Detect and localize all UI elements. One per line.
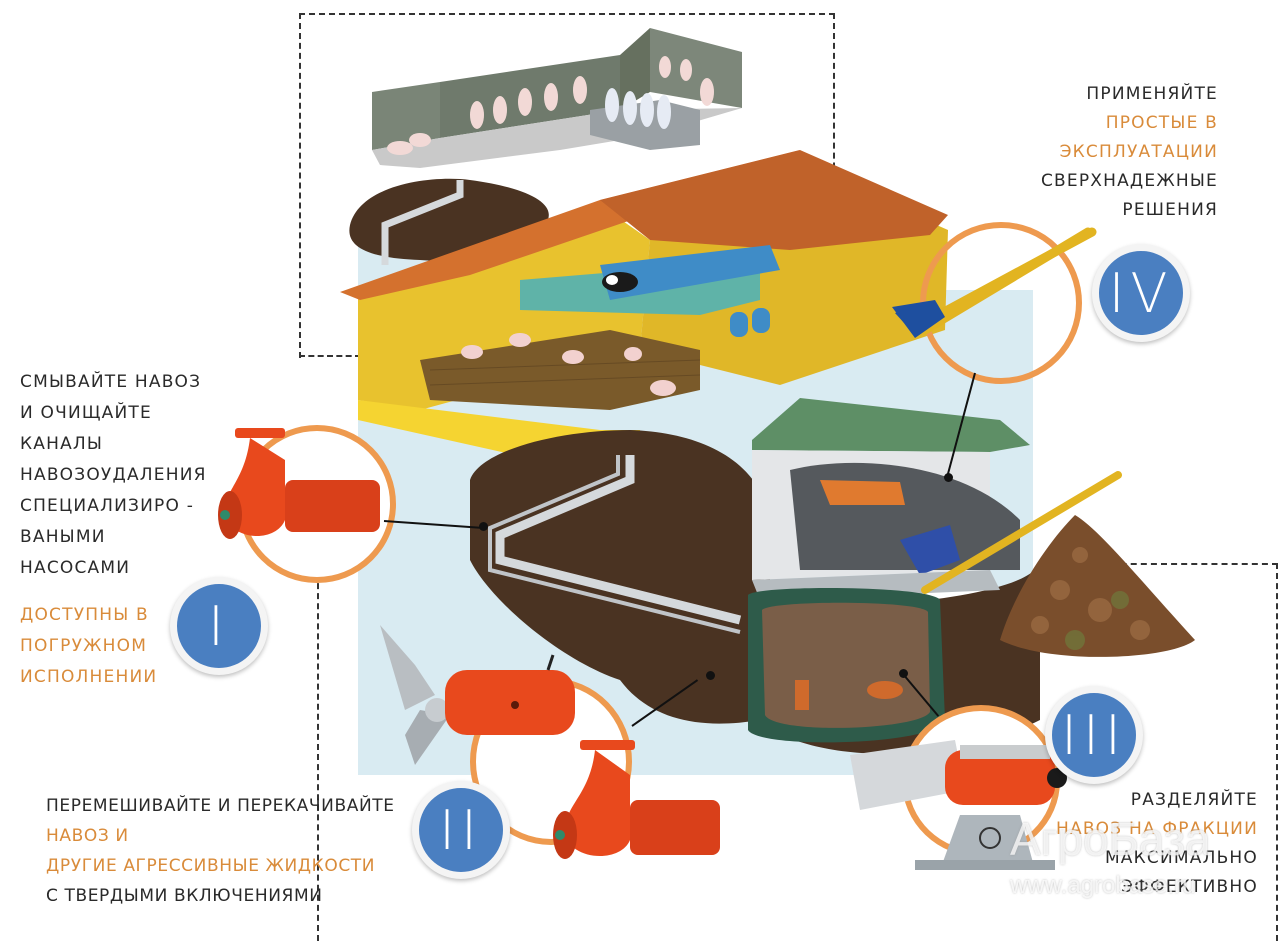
leader-dot-ii — [706, 671, 715, 680]
text-iii-line-3: МАКСИМАЛЬНО — [1104, 848, 1258, 868]
text-i-line-4: НАВОЗОУДАЛЕНИЯ — [20, 465, 207, 485]
dashed-frame-right — [1050, 563, 1278, 941]
badge-iii-label: III — [1061, 703, 1127, 767]
text-i-line-6: ВАНЫМИ — [20, 527, 106, 547]
text-iv-line-5: РЕШЕНИЯ — [1122, 200, 1218, 220]
auger-iv-icon — [892, 227, 1093, 338]
text-block-iii: РАЗДЕЛЯЙТЕ НАВОЗ НА ФРАКЦИИ МАКСИМАЛЬНО … — [1056, 786, 1258, 902]
text-ii-line-4: С ТВЕРДЫМИ ВКЛЮЧЕНИЯМИ — [46, 886, 323, 906]
slaughterhouse — [372, 28, 742, 168]
watermark-url: www.agrobase.ru — [1010, 872, 1196, 899]
barn — [340, 150, 948, 465]
text-iii-line-1: РАЗДЕЛЯЙТЕ — [1130, 790, 1258, 810]
text-i-accent-line-1: ДОСТУПНЫ В — [20, 605, 149, 625]
badge-iv: IV — [1092, 244, 1190, 342]
separator-iii-icon — [850, 740, 1067, 870]
badge-i: I — [170, 577, 268, 675]
text-i-line-3: КАНАЛЫ — [20, 434, 104, 454]
leader-dot-iii — [899, 669, 908, 678]
mixer-ii-icon — [380, 625, 575, 765]
badge-iii: III — [1045, 686, 1143, 784]
text-i-line-2: И ОЧИЩАЙТЕ — [20, 403, 152, 423]
badge-ii-label: II — [439, 798, 483, 862]
text-i-line-1: СМЫВАЙТЕ НАВОЗ — [20, 372, 202, 392]
dashed-frame-top-bottom-edge — [299, 355, 361, 357]
leader-dot-iv — [944, 473, 953, 482]
text-ii-line-3: ДРУГИЕ АГРЕССИВНЫЕ ЖИДКОСТИ — [46, 856, 376, 876]
text-block-i: СМЫВАЙТЕ НАВОЗ И ОЧИЩАЙТЕ КАНАЛЫ НАВОЗОУ… — [20, 367, 207, 584]
separator-building — [748, 398, 1030, 743]
text-iii-line-4: ЭФФЕКТИВНО — [1121, 877, 1258, 897]
text-iv-line-2: ПРОСТЫЕ В — [1105, 113, 1218, 133]
badge-ii: II — [412, 781, 510, 879]
text-block-iv: ПРИМЕНЯЙТЕ ПРОСТЫЕ В ЭКСПЛУАТАЦИИ СВЕРХН… — [1041, 80, 1218, 225]
text-i-accent-line-2: ПОГРУЖНОМ — [20, 636, 148, 656]
watermark-brand: АгроБаза — [1010, 813, 1211, 865]
text-iv-line-1: ПРИМЕНЯЙТЕ — [1086, 84, 1218, 104]
text-i-line-7: НАСОСАМИ — [20, 558, 131, 578]
pump-ii-icon — [553, 740, 720, 859]
text-iv-line-3: ЭКСПЛУАТАЦИИ — [1059, 142, 1218, 162]
text-iv-line-4: СВЕРХНАДЕЖНЫЕ — [1040, 171, 1218, 191]
text-i-line-5: СПЕЦИАЛИЗИРО - — [20, 496, 195, 516]
badge-iv-label: IV — [1108, 261, 1174, 325]
text-block-i-accent: ДОСТУПНЫ В ПОГРУЖНОМ ИСПОЛНЕНИИ — [20, 600, 157, 693]
pump-i-icon — [218, 428, 380, 539]
text-block-ii: ПЕРЕМЕШИВАЙТЕ И ПЕРЕКАЧИВАЙТЕ НАВОЗ И ДР… — [46, 791, 395, 911]
leader-dot-i — [479, 522, 488, 531]
text-iii-line-2: НАВОЗ НА ФРАКЦИИ — [1056, 819, 1258, 839]
text-i-accent-line-3: ИСПОЛНЕНИИ — [20, 667, 158, 687]
badge-i-label: I — [208, 594, 230, 658]
text-ii-line-2: НАВОЗ И — [46, 826, 129, 846]
text-ii-line-1: ПЕРЕМЕШИВАЙТЕ И ПЕРЕКАЧИВАЙТЕ — [46, 796, 395, 816]
